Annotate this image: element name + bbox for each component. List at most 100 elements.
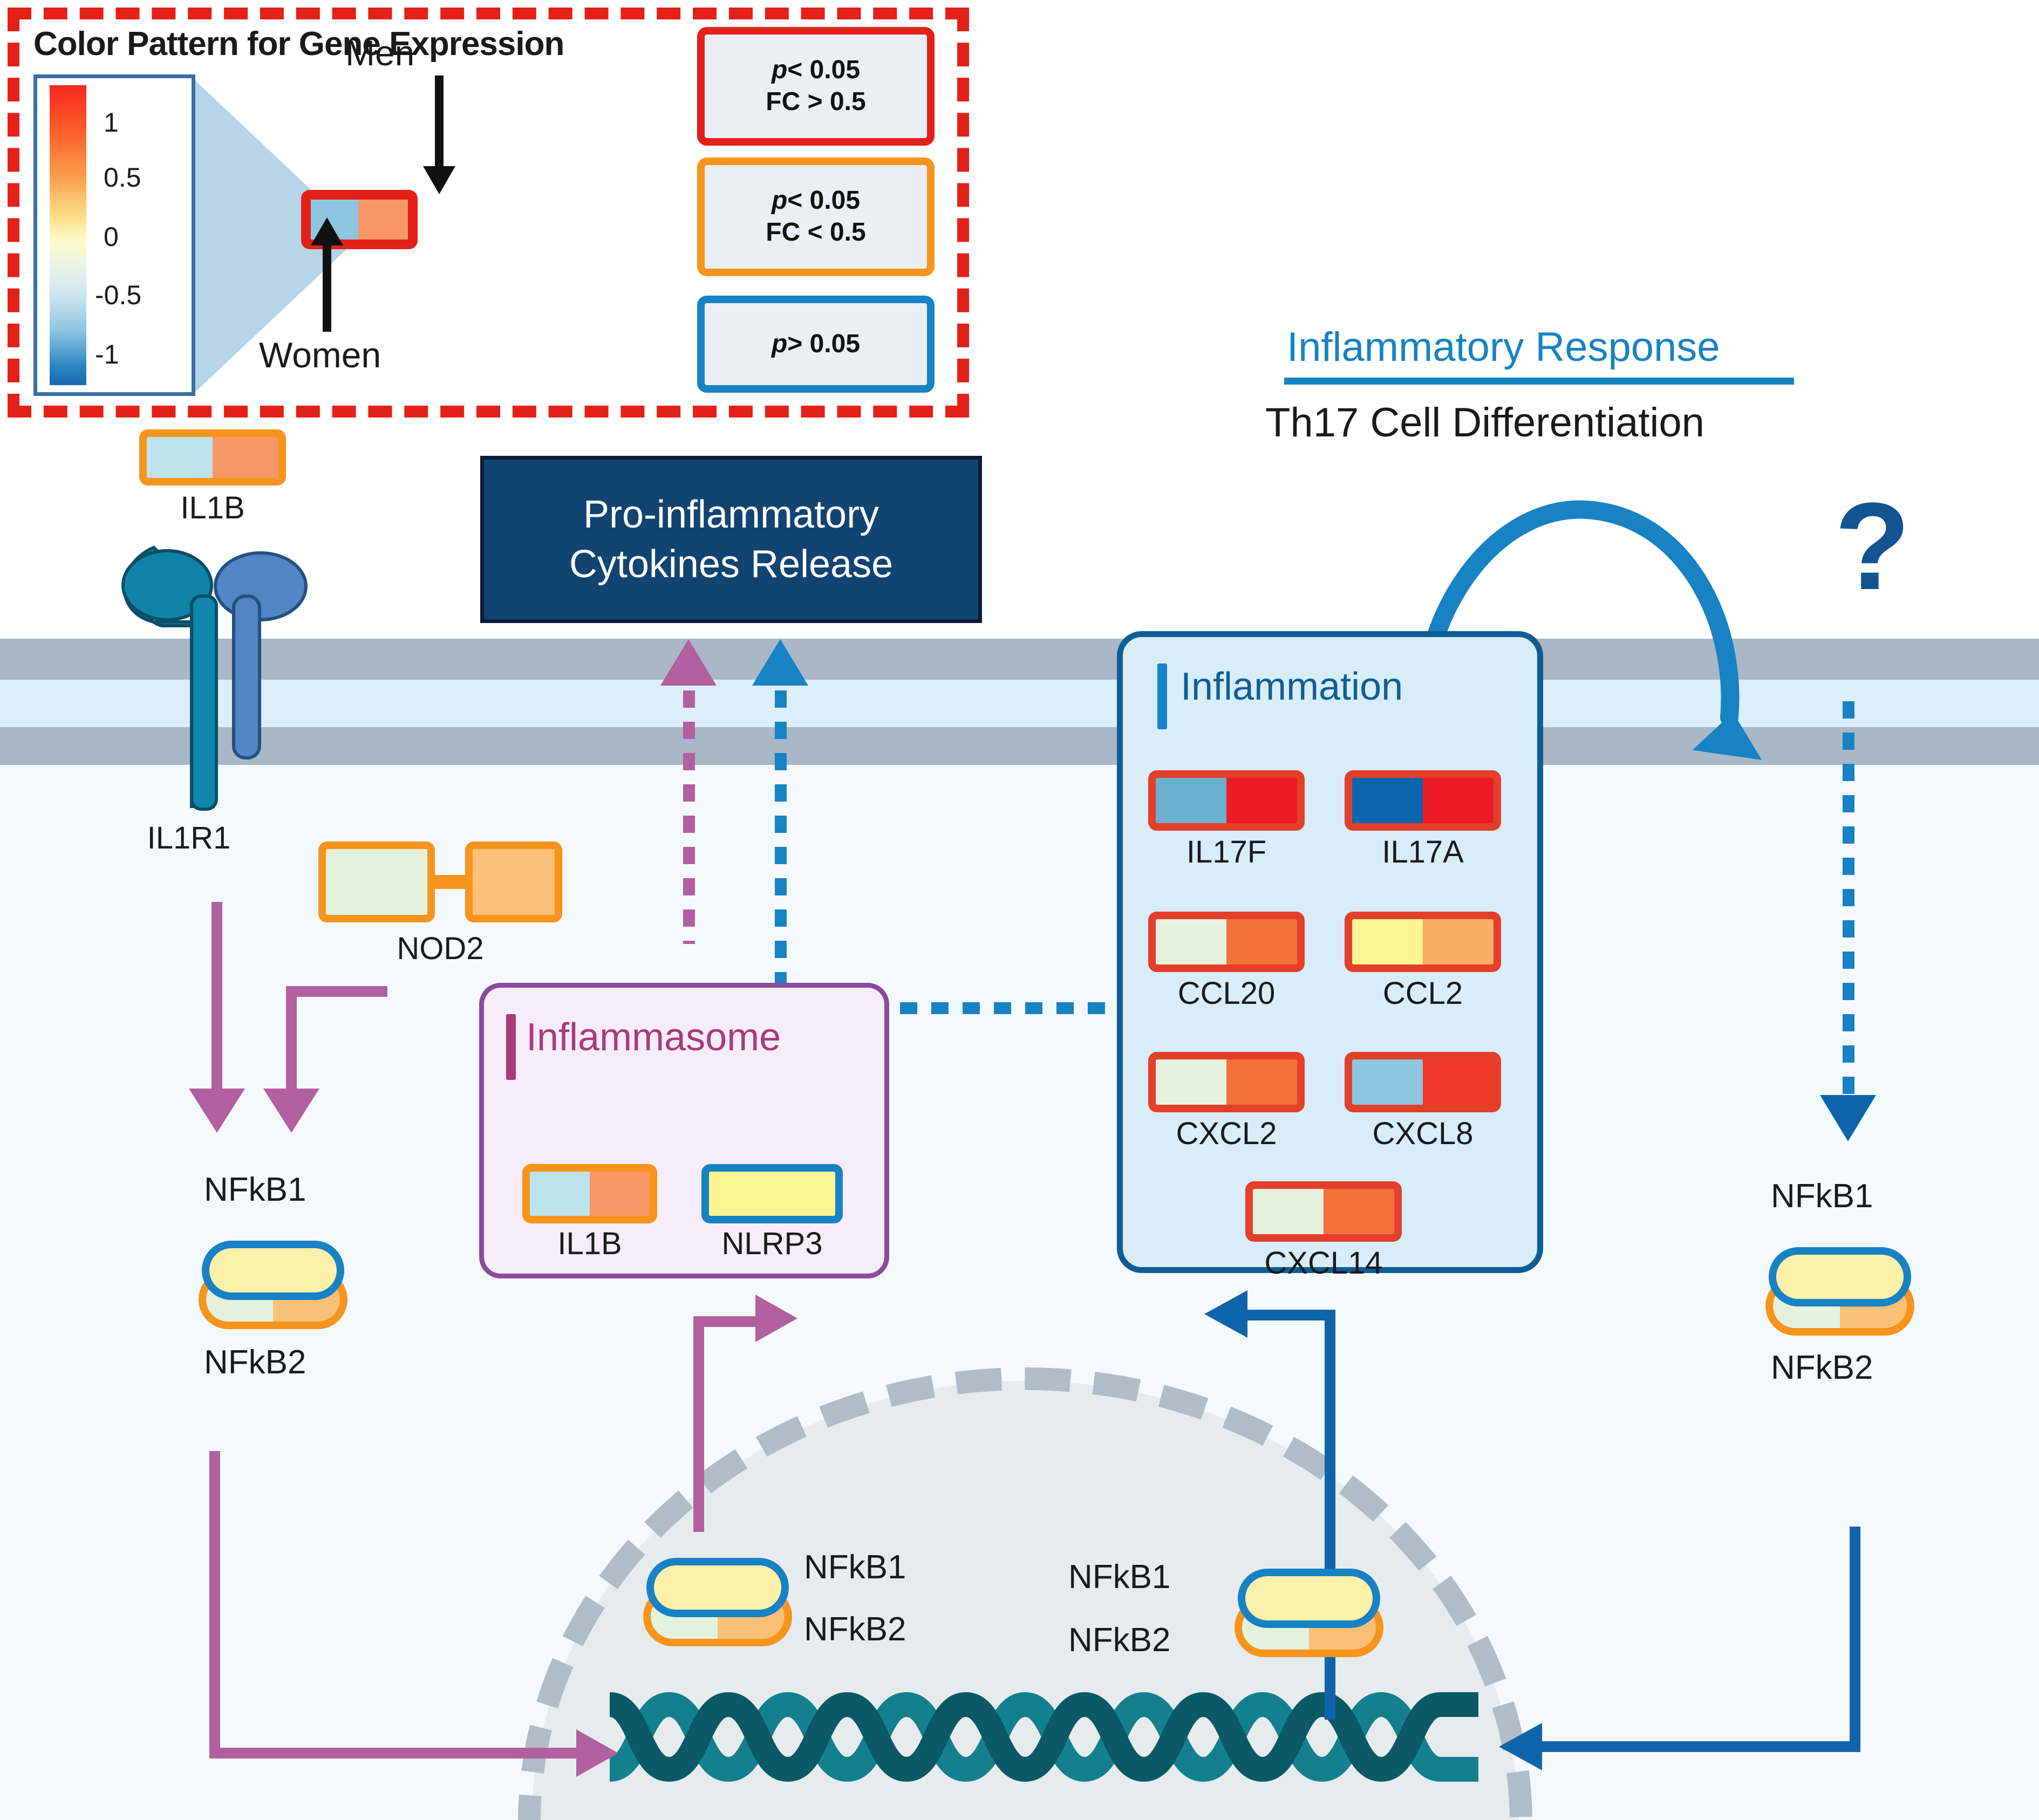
nod2-domain-right (465, 841, 562, 922)
gene-label-cxcl8: CXCL8 (1372, 1116, 1474, 1151)
colorbar-gradient (50, 85, 86, 385)
nod2-left-fill (326, 849, 427, 915)
nfkb1-pill-nuc-right (1238, 1569, 1380, 1628)
men-half (1423, 919, 1494, 964)
women-half (530, 1172, 590, 1216)
legend-sig-blue-thresh: > 0.05 (787, 329, 861, 358)
question-mark-icon: ? (1835, 477, 1911, 615)
gene-chip-halves (709, 1172, 835, 1216)
legend-sig-orange-fc: FC < 0.5 (766, 218, 866, 247)
dotted-arrow-inflammasome-shaft (683, 690, 695, 944)
gene-chip-halves (1352, 919, 1494, 964)
arrow-nucleus-to-inflammasome-v (693, 1316, 704, 1532)
arrow-il1r1-to-nfkb-head (189, 1089, 245, 1133)
arrow-nfkb-to-nucleus-v (209, 1451, 220, 1759)
arrow-right-nfkb-to-nucleus-v (1850, 1527, 1860, 1750)
nfkb1-label-nuc-left: NFkB1 (804, 1549, 906, 1586)
legend-title: Color Pattern for Gene Expression (33, 25, 564, 63)
legend-sig-red: p< 0.05 FC > 0.5 (697, 27, 935, 146)
dotted-arrow-unknown-head (1820, 1095, 1876, 1141)
arrow-nod2-elbow-v (286, 986, 297, 1094)
men-half (772, 1172, 835, 1216)
pro-inflammatory-cytokines-box: Pro-inflammatory Cytokines Release (480, 456, 982, 623)
receptor-label-il1r1: IL1R1 (147, 820, 231, 856)
th17-subtitle: Th17 Cell Differentiation (1265, 400, 1704, 446)
arrow-nucleus-to-inflammation-v (1325, 1310, 1335, 1720)
arrow-nod2-elbow-h (286, 986, 387, 997)
legend-sig-blue: p> 0.05 (697, 296, 935, 393)
nfkb2-label-nuc-right: NFkB2 (1068, 1621, 1171, 1659)
gene-label-ccl20: CCL20 (1177, 976, 1276, 1011)
arrow-nfkb-to-nucleus-head (576, 1729, 618, 1777)
inflammation-title: Inflammation (1181, 665, 1403, 708)
navy-line1: Pro-inflammatory (583, 492, 879, 536)
gene-label-nod2: NOD2 (397, 931, 484, 966)
dotted-arrow-inflammasome-head (660, 639, 717, 686)
arrow-nucleus-to-inflammasome-head (755, 1295, 797, 1342)
men-half (1423, 1059, 1494, 1105)
legend-sig-red-thresh: < 0.05 (787, 56, 861, 85)
colorbar-tick-neg0.5: -0.5 (95, 280, 142, 310)
nfkb1-label-nuc-right: NFkB1 (1068, 1558, 1171, 1596)
arrow-right-nfkb-to-nucleus-h (1542, 1741, 1860, 1752)
women-half (1352, 778, 1423, 823)
nfkb1-label-left: NFkB1 (204, 1171, 306, 1208)
gene-chip-il1b (522, 1164, 657, 1223)
dotted-arrow-unknown-shaft (1843, 701, 1854, 1100)
gene-label-il1b: IL1B (557, 1226, 622, 1261)
men-half (1423, 778, 1494, 823)
gene-chip-halves (1156, 919, 1297, 964)
gene-label-ccl2: CCL2 (1382, 976, 1463, 1011)
inflammatory-response-title: Inflammatory Response (1287, 324, 1720, 370)
gene-label-il17f: IL17F (1186, 834, 1267, 870)
legend-sig-blue-p: p (771, 329, 788, 358)
men-half (590, 1172, 650, 1216)
inflammatory-response-underline (1284, 378, 1794, 385)
women-half (1156, 778, 1226, 823)
gene-chip-halves (530, 1172, 650, 1216)
membrane-outer-leaflet (0, 639, 2039, 680)
inflammation-accent-bar (1157, 663, 1167, 729)
nod2-right-color (473, 849, 555, 915)
colorbar-tick-0: 0 (104, 222, 119, 252)
gene-chip-ccl2 (1345, 912, 1501, 972)
gene-chip-halves (1352, 778, 1494, 823)
membrane-core (0, 680, 2039, 727)
nfkb2-label-nuc-left: NFkB2 (804, 1611, 906, 1648)
arrow-nucleus-to-inflammasome-h (693, 1316, 763, 1327)
nfkb2-label-right: NFkB2 (1771, 1349, 1873, 1386)
gene-chip-halves (1352, 1059, 1494, 1105)
gene-label-il1b-extracellular: IL1B (180, 490, 245, 525)
women-half (1156, 919, 1226, 964)
nfkb2-label-left: NFkB2 (204, 1344, 306, 1381)
arrow-right-nfkb-to-nucleus-head (1499, 1723, 1542, 1770)
men-half (1324, 1189, 1394, 1234)
nfkb1-pill-right (1769, 1247, 1911, 1306)
legend-women-label: Women (259, 335, 381, 375)
gene-chip-il17a (1345, 770, 1501, 831)
men-half (1226, 919, 1297, 964)
gene-label-cxcl2: CXCL2 (1176, 1116, 1277, 1151)
arrow-nfkb-to-nucleus-h (209, 1748, 582, 1759)
men-arrow-icon (423, 76, 455, 194)
dna-double-helix (610, 1692, 1478, 1782)
nod2-linker (432, 875, 469, 889)
navy-line2: Cytokines Release (569, 543, 894, 586)
gene-chip-cxcl8 (1345, 1052, 1501, 1112)
gene-chip-cxcl14 (1245, 1181, 1402, 1242)
legend-sig-orange-p: p (771, 186, 788, 215)
nfkb1-label-right: NFkB1 (1771, 1178, 1873, 1215)
nfkb1-pill-nuc-left (646, 1558, 789, 1617)
inflammasome-panel (479, 983, 889, 1278)
men-half (213, 437, 278, 478)
colorbar-tick-0.5: 0.5 (104, 162, 141, 193)
gene-label-cxcl14: CXCL14 (1264, 1246, 1383, 1281)
gene-chip-nlrp3 (701, 1164, 843, 1223)
men-half (1226, 778, 1297, 823)
nod2-domain-left (318, 841, 435, 922)
women-half (1352, 919, 1423, 964)
women-half (709, 1172, 772, 1216)
arrow-nucleus-to-inflammation-h (1246, 1310, 1333, 1320)
women-half (147, 437, 213, 478)
gene-chip-halves (1253, 1189, 1394, 1234)
